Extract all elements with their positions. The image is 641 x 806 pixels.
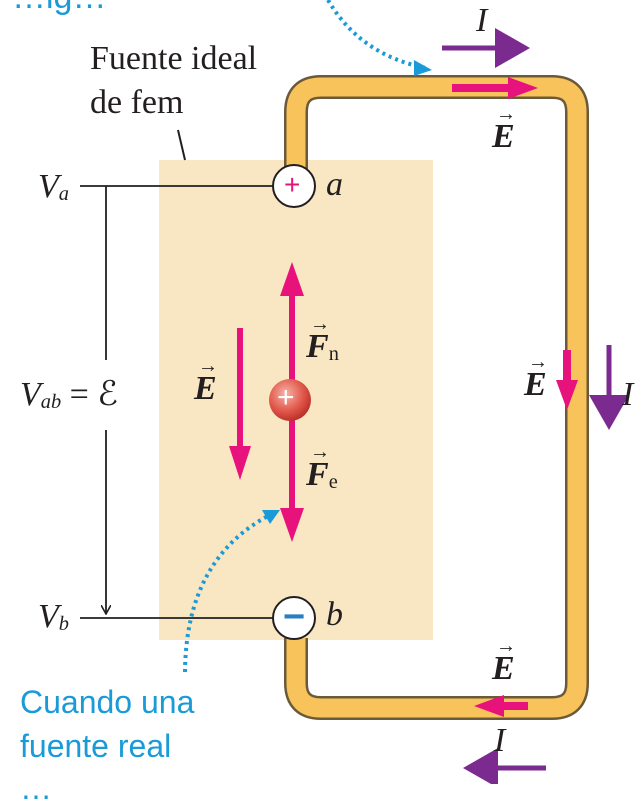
- positive-charge: [269, 379, 311, 421]
- field-arrow-right-head: [556, 380, 578, 410]
- terminal-b-negative: [272, 596, 316, 640]
- source-label-line1: Fuente ideal: [90, 40, 258, 77]
- source-label-pointer: [177, 129, 186, 161]
- field-arrow-bottom-head: [474, 695, 504, 717]
- emf-circuit-diagram: [80, 0, 629, 784]
- force-e-arrow-head: [280, 508, 304, 542]
- vab-emf-label: Vab = ℰ: [20, 376, 118, 414]
- force-e-label: Fe: [306, 442, 338, 492]
- callout-arrow-top: [326, 0, 427, 70]
- bottom-caption-line1: Cuando una: [20, 684, 195, 720]
- field-label-bottom: E: [492, 636, 516, 686]
- bottom-caption-line2: fuente real: [20, 728, 172, 764]
- va-label: Va: [38, 168, 69, 206]
- current-label-right: I: [622, 376, 634, 413]
- field-arrow-inside-head: [229, 446, 251, 480]
- bottom-caption-line3: …: [20, 770, 52, 806]
- callout-arrow-bottom-head: [262, 510, 280, 524]
- callout-arrow-top-head: [414, 60, 432, 76]
- field-label-top: E: [492, 104, 516, 154]
- current-label-top: I: [476, 2, 488, 39]
- terminal-b-label: b: [326, 596, 343, 633]
- top-caption-fragment: …ig…: [12, 0, 106, 14]
- vb-label: Vb: [38, 598, 69, 636]
- terminal-a-label: a: [326, 166, 343, 203]
- current-label-bottom: I: [494, 722, 506, 759]
- source-label-line2: de fem: [90, 84, 184, 121]
- field-label-right: E: [524, 352, 548, 402]
- terminal-a-plus-sign: +: [284, 169, 301, 200]
- wire-loop: [286, 77, 587, 718]
- terminal-b-minus-sign: −: [283, 596, 306, 638]
- charge-plus-sign: +: [277, 381, 295, 414]
- force-n-arrow-head: [280, 262, 304, 296]
- callout-arrow-bottom: [183, 514, 269, 673]
- force-n-label: Fn: [306, 314, 339, 364]
- field-label-inside: E: [194, 356, 218, 406]
- field-arrow-top-head: [508, 77, 538, 99]
- terminal-a-positive: [272, 164, 316, 208]
